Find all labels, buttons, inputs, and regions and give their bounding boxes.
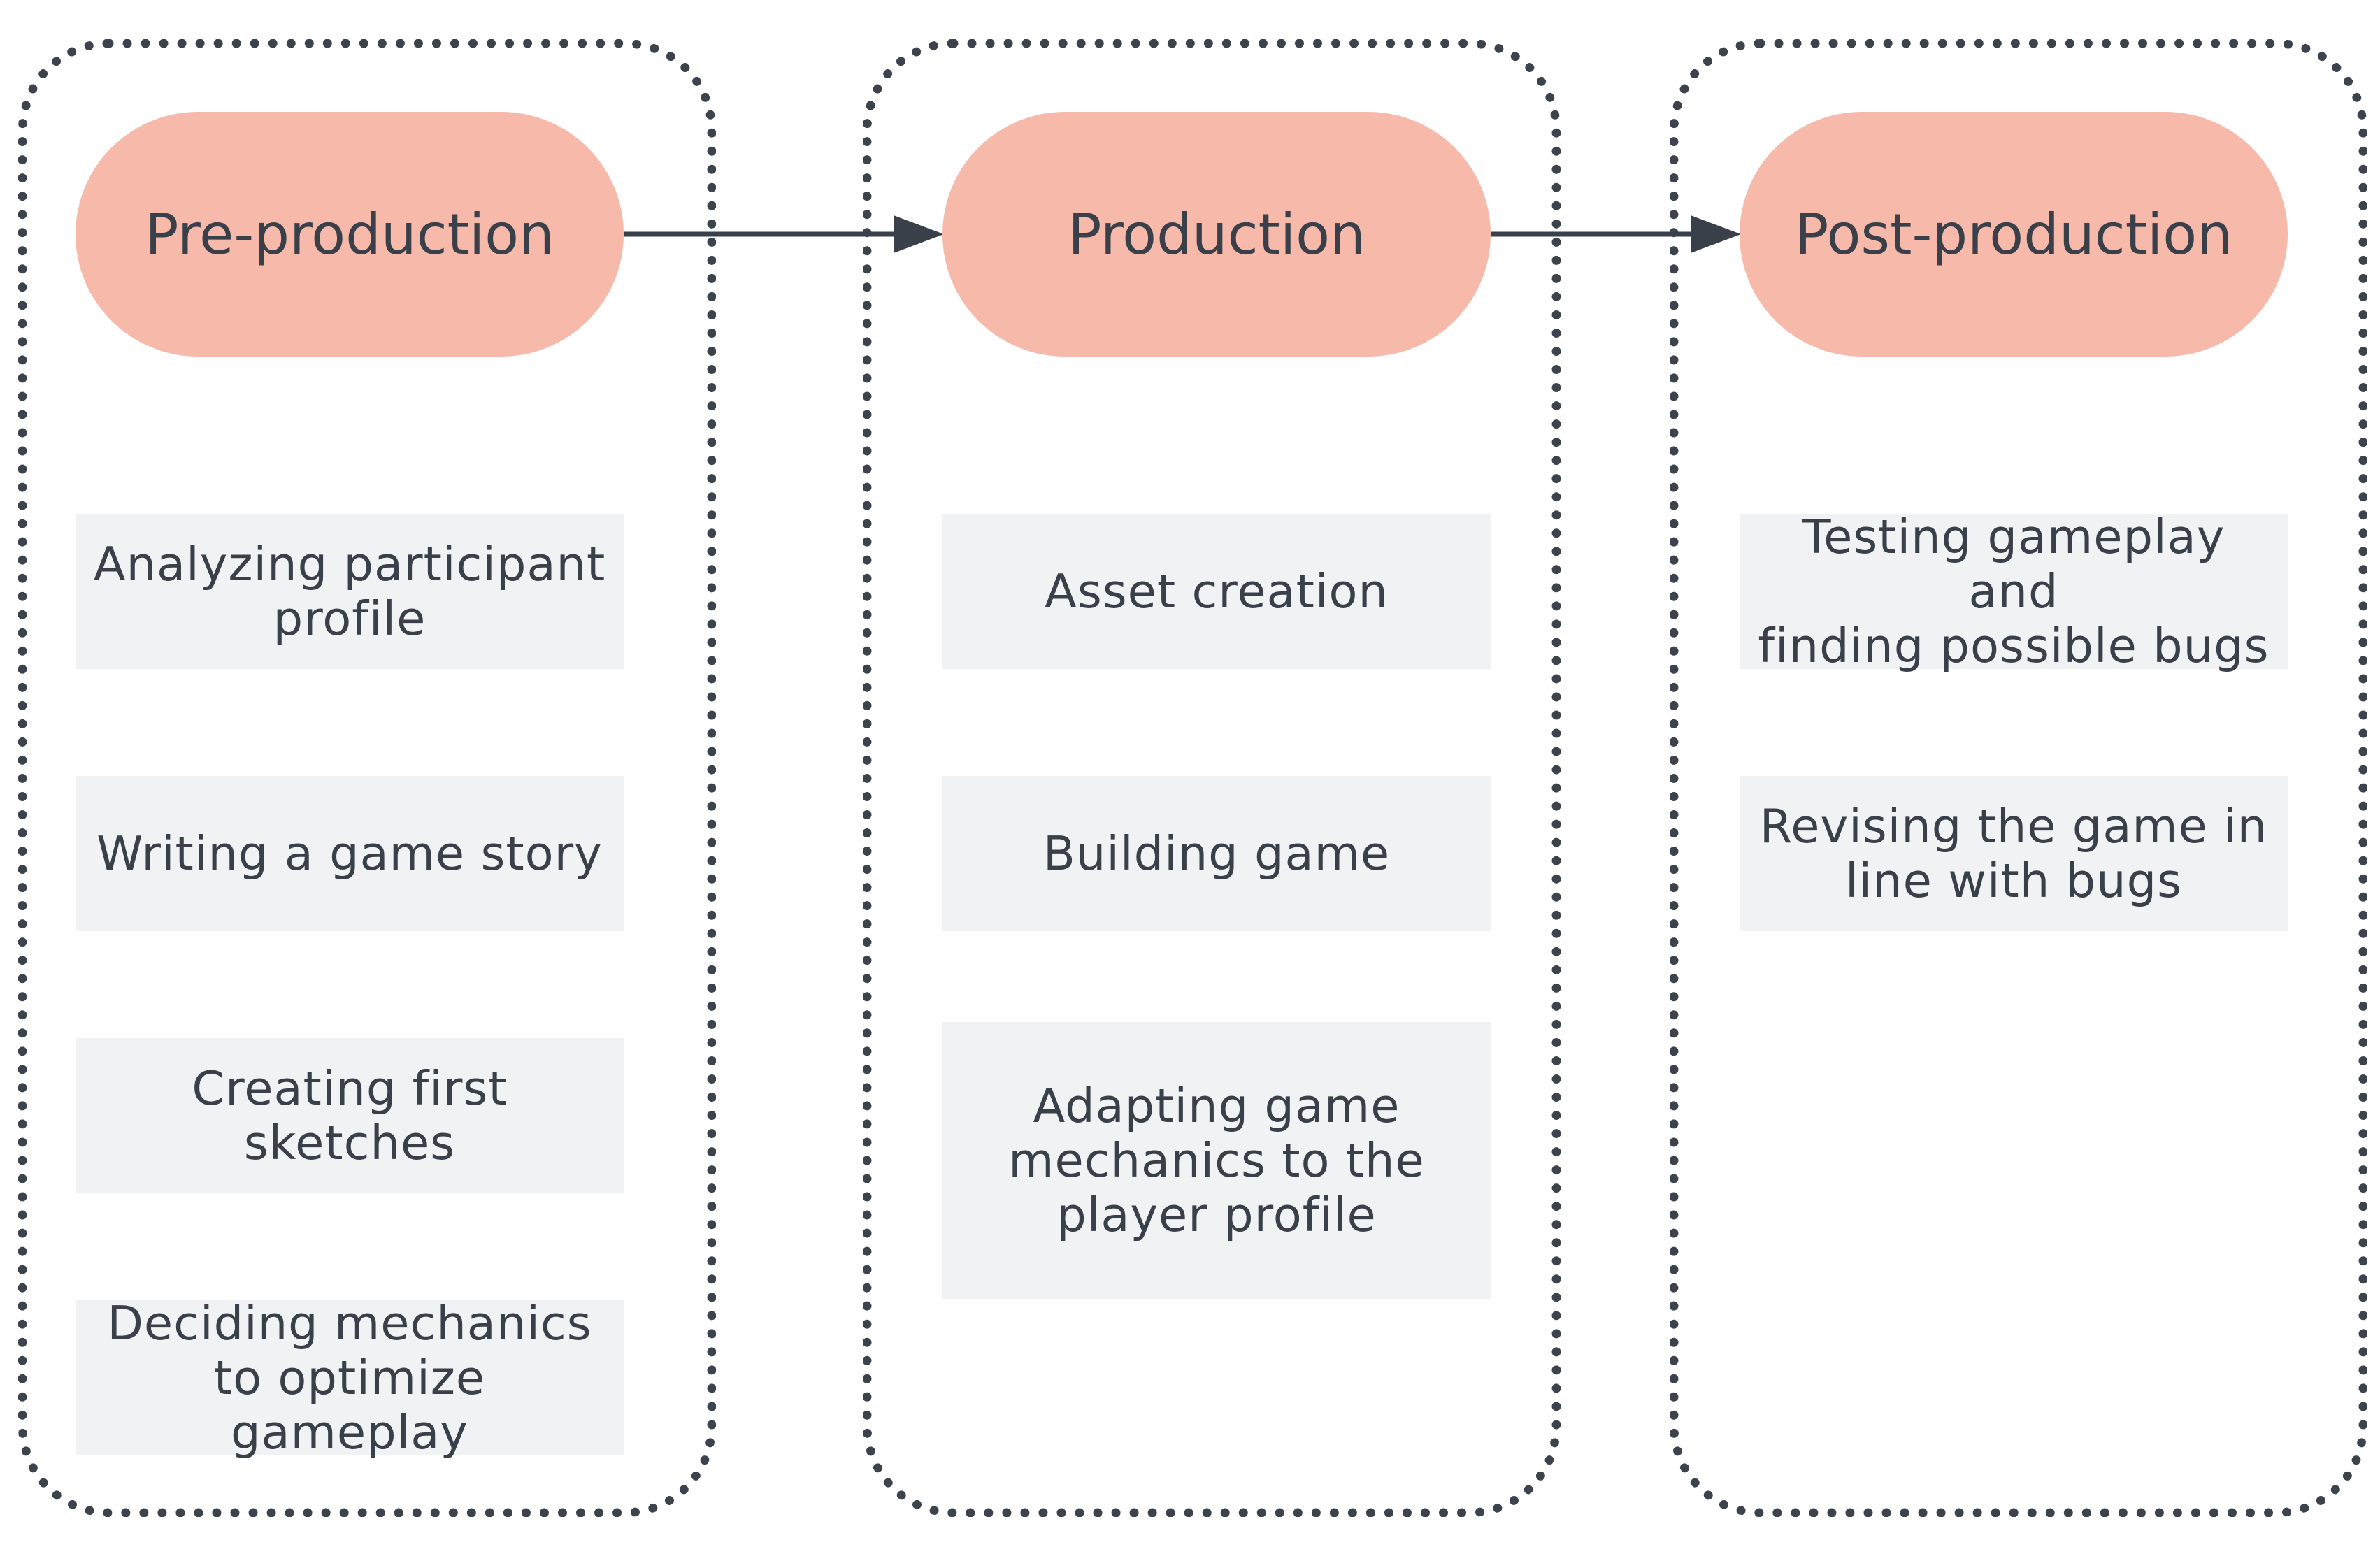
phase-frame-pre-production: [18, 39, 716, 1517]
task-box: Asset creation: [942, 514, 1491, 669]
task-box: Writing a game story: [76, 776, 624, 931]
stage-label: Production: [1068, 201, 1365, 267]
task-label: Asset creation: [1045, 564, 1389, 619]
stage-label: Pre-production: [145, 201, 554, 267]
stage-label: Post-production: [1795, 201, 2232, 267]
stage-pre-production: Pre-production: [76, 112, 624, 357]
stage-production: Production: [942, 112, 1491, 357]
phase-frame-production: [863, 39, 1561, 1517]
task-label: Building game: [1042, 826, 1391, 881]
task-label: Writing a game story: [96, 826, 603, 881]
phase-frame-post-production: [1670, 39, 2367, 1517]
stage-post-production: Post-production: [1740, 112, 2288, 357]
task-box: Building game: [942, 776, 1491, 931]
